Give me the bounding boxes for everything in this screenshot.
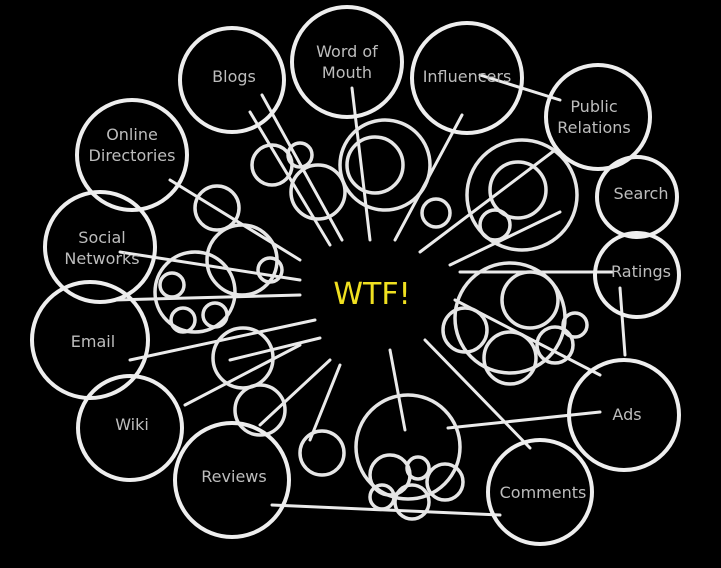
node-circle-online-directories <box>75 98 189 212</box>
label-search: Search <box>614 184 669 203</box>
node-circle-social-networks <box>43 190 157 304</box>
node-circle-reviews <box>173 421 291 539</box>
center-label: WTF! <box>333 277 410 312</box>
label-email: Email <box>71 332 115 351</box>
label-comments: Comments <box>500 483 587 502</box>
node-circle-email <box>30 280 150 400</box>
channel-nodes <box>30 5 681 546</box>
node-circle-wiki <box>76 374 184 482</box>
label-wiki: Wiki <box>115 415 149 434</box>
node-circle-public-relations <box>544 63 652 171</box>
label-ratings: Ratings <box>611 262 671 281</box>
label-influencers: Influencers <box>423 67 512 86</box>
node-circle-search <box>595 155 679 239</box>
spokes <box>113 73 627 517</box>
node-circle-blogs <box>178 26 286 134</box>
label-ads: Ads <box>612 405 641 424</box>
label-reviews: Reviews <box>201 467 266 486</box>
node-circle-ratings <box>593 231 681 319</box>
node-circle-ads <box>567 358 681 472</box>
node-circle-word-of-mouth <box>290 5 404 119</box>
node-circle-influencers <box>410 21 524 135</box>
bubble-clusters <box>153 118 589 521</box>
node-circle-comments <box>486 438 594 546</box>
label-blogs: Blogs <box>212 67 256 86</box>
